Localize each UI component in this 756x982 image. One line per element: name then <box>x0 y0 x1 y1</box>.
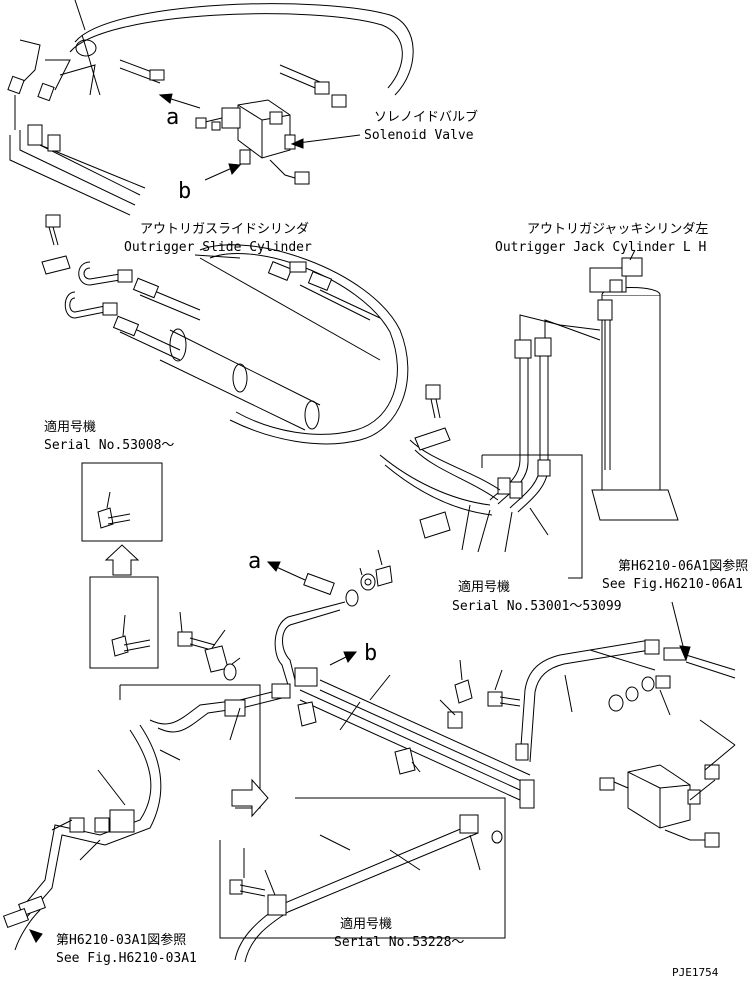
serial-53008-label-en: Serial No.53008～ <box>44 438 174 453</box>
slide-cylinder-label-en: Outrigger Slide Cylinder <box>124 240 312 255</box>
ref-06a1-label-en: See Fig.H6210-06A1 <box>602 577 743 592</box>
slide-cylinder-group <box>41 214 409 445</box>
slide-cylinder-label-jp: アウトリガスライドシリンダ <box>140 222 309 237</box>
serial-53008-label-jp: 適用号機 <box>44 419 96 435</box>
serial-53228-label-jp: 適用号機 <box>340 916 392 932</box>
jack-cylinder-group <box>379 249 679 579</box>
bottom-left-piping-group <box>2 683 291 951</box>
arrow-a-mid-label: a <box>248 549 261 574</box>
right-piping-group <box>515 601 736 848</box>
ref-03a1-label-jp: 第H6210-03A1図参照 <box>56 932 186 948</box>
jack-cylinder-label-en: Outrigger Jack Cylinder L H <box>495 240 706 255</box>
top-piping-group <box>7 0 414 216</box>
serial-53008-inset <box>81 462 163 669</box>
center-piping-group <box>177 549 535 809</box>
drawing-id-label: PJE1754 <box>672 966 719 979</box>
solenoid-valve-label-jp: ソレノイドバルブ <box>374 109 478 125</box>
serial-53228-label-en: Serial No.53228～ <box>334 935 464 950</box>
labels-group: ソレノイドバルブ Solenoid Valve a b アウトリガスライドシリン… <box>44 105 748 979</box>
ref-06a1-label-jp: 第H6210-06A1図参照 <box>618 558 748 574</box>
serial-53001-label-en: Serial No.53001～53099 <box>452 599 622 614</box>
arrow-b-top-label: b <box>178 179 191 204</box>
solenoid-valve-label-en: Solenoid Valve <box>364 128 474 143</box>
jack-cylinder-label-jp: アウトリガジャッキシリンダ左 <box>527 222 708 237</box>
serial-53001-label-jp: 適用号機 <box>458 579 510 595</box>
arrow-a-top-label: a <box>166 105 179 130</box>
ref-03a1-label-en: See Fig.H6210-03A1 <box>56 951 197 966</box>
arrow-b-mid-label: b <box>364 641 377 666</box>
serial-53228-inset <box>219 778 506 963</box>
